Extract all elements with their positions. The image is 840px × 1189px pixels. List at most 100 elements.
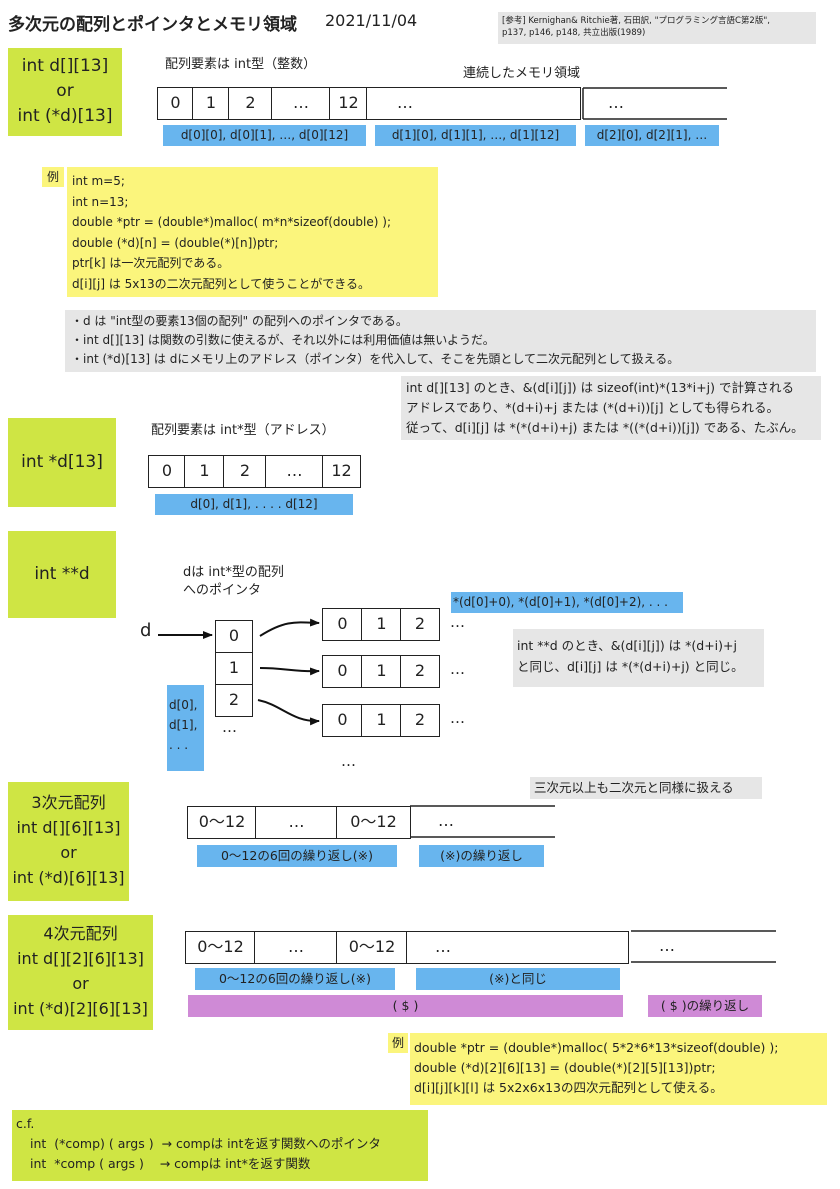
- reference-box: [参考] Kernighan& Ritchie著, 石田訳, "プログラミング言…: [498, 12, 816, 44]
- label-line: 3次元配列: [31, 793, 106, 812]
- pointer-cell: 2: [215, 684, 253, 717]
- label-line: int (*d)[13]: [17, 106, 113, 126]
- array-cell: …: [406, 931, 629, 964]
- code-line: int m=5;: [72, 174, 125, 188]
- array-cell-open: …: [438, 811, 454, 830]
- notes-box: ・d は "int型の要素13個の配列" の配列へのポインタである。 ・int …: [65, 310, 816, 372]
- array-cell: …: [366, 87, 581, 120]
- page-date: 2021/11/04: [325, 11, 418, 30]
- page-title: 多次元の配列とポインタとメモリ領域: [8, 15, 297, 35]
- row-cell: 0: [322, 655, 363, 688]
- array-cell: 0～12: [336, 931, 408, 964]
- array-cell-open: …: [608, 93, 624, 112]
- label-4d-array: 4次元配列 int d[][2][6][13] or int (*d)[2][6…: [8, 915, 153, 1030]
- note-line: ・int (*d)[13] は dにメモリ上のアドレス（ポインタ）を代入して、そ…: [71, 352, 680, 366]
- example-tag: 例: [42, 167, 64, 187]
- index-line: . . .: [169, 738, 189, 752]
- ptr-arrow-1: [259, 667, 320, 676]
- array-cell: 1: [192, 87, 230, 120]
- pointer-more: …: [222, 718, 237, 736]
- caption-line: dは int*型の配列: [183, 565, 284, 580]
- array-cell-open: …: [659, 936, 675, 955]
- code-line: ptr[k] は一次元配列である。: [72, 256, 230, 270]
- cf-box: c.f. int (*comp) ( args ) → compは intを返す…: [12, 1110, 428, 1181]
- code-line: d[i][j][k][l] は 5x2x6x13の四次元配列として使える。: [414, 1080, 723, 1095]
- reference-line: [参考] Kernighan& Ritchie著, 石田訳, "プログラミング言…: [502, 16, 770, 26]
- array-cell: 12: [329, 87, 368, 120]
- example-code-box: int m=5; int n=13; double *ptr = (double…: [67, 167, 438, 297]
- example-tag: 例: [388, 1033, 408, 1053]
- caption-line: へのポインタ: [183, 583, 262, 598]
- note-line: アドレスであり、*(d+i)+j または (*(d+i))[j] としても得られ…: [406, 400, 779, 415]
- row-cell: 0: [322, 704, 363, 737]
- code-line: double (*d)[2][6][13] = (double(*)[2][5]…: [414, 1060, 716, 1075]
- element-type-caption: 配列要素は int*型（アドレス）: [151, 423, 335, 438]
- label-line: or: [72, 974, 89, 993]
- double-pointer-caption: dは int*型の配列 へのポインタ: [183, 564, 284, 600]
- row-cell: 2: [400, 608, 440, 641]
- cf-line: int *comp ( args ) → compは int*を返す関数: [30, 1156, 311, 1171]
- row-cell: 2: [400, 655, 440, 688]
- note-line: int **d のとき、&(d[i][j]) は *(d+i)+j: [517, 638, 737, 653]
- code-line: d[i][j] は 5x13の二次元配列として使うことができる。: [72, 276, 371, 291]
- label-line: int (*d)[6][13]: [12, 868, 125, 887]
- row-cell: 2: [400, 704, 440, 737]
- block-label: ( $ )の繰り返し: [648, 995, 762, 1017]
- index-label: d[1][0], d[1][1], …, d[1][12]: [375, 125, 576, 146]
- row-more: …: [450, 613, 465, 631]
- repeat-label: (※)の繰り返し: [419, 845, 544, 867]
- array-cell: …: [255, 806, 338, 839]
- array-cell: 12: [322, 455, 361, 488]
- deref-label: *(d[0]+0), *(d[0]+1), *(d[0]+2), . . .: [451, 592, 683, 613]
- address-notes-box: int d[][13] のとき、&(d[i][j]) は sizeof(int)…: [401, 376, 821, 440]
- label-line: int (*d)[2][6][13]: [13, 999, 148, 1018]
- row-more: …: [450, 709, 465, 727]
- code-line: int n=13;: [72, 194, 129, 209]
- ptr-arrow-0: [259, 618, 320, 637]
- pointer-cell: 1: [215, 652, 253, 685]
- element-type-caption: 配列要素は int型（整数）: [165, 57, 317, 72]
- array-cell: 0～12: [187, 806, 257, 839]
- array-cell: 0～12: [185, 931, 256, 964]
- rows-more: …: [341, 752, 356, 770]
- double-pointer-notes: int **d のとき、&(d[i][j]) は *(d+i)+j と同じ、d[…: [513, 629, 764, 687]
- note-line: と同じ、d[i][j] は *(*(d+i)+j) と同じ。: [517, 659, 744, 674]
- cf-title: c.f.: [16, 1116, 35, 1131]
- reference-line: p137, p146, p148, 共立出版(1989): [502, 28, 646, 38]
- repeat-label: 0～12の6回の繰り返し(※): [197, 845, 397, 867]
- label-line: int d[][13]: [21, 56, 109, 76]
- label-line: int d[][2][6][13]: [17, 949, 144, 968]
- row-cell: 1: [361, 655, 402, 688]
- index-label: d[2][0], d[2][1], …: [585, 125, 719, 146]
- row-more: …: [450, 660, 465, 678]
- label-double-pointer: int **d: [8, 531, 116, 618]
- index-line: d[1],: [169, 718, 198, 732]
- note-line: ・d は "int型の要素13個の配列" の配列へのポインタである。: [71, 314, 408, 328]
- label-pointer-array: int *d[13]: [8, 418, 116, 507]
- label-2d-array: int d[][13] or int (*d)[13]: [8, 48, 122, 136]
- array-cell: …: [254, 931, 338, 964]
- index-label: d[0], d[1], . . . . d[12]: [155, 494, 353, 515]
- label-3d-array: 3次元配列 int d[][6][13] or int (*d)[6][13]: [8, 782, 129, 901]
- code-line: double *ptr = (double*)malloc( m*n*sizeo…: [72, 215, 391, 229]
- index-line: d[0],: [169, 698, 198, 712]
- label-line: int d[][6][13]: [16, 818, 121, 837]
- example-code-box: double *ptr = (double*)malloc( 5*2*6*13*…: [410, 1033, 827, 1105]
- d-symbol: d: [140, 620, 152, 641]
- dimension-note: 三次元以上も二次元と同様に扱える: [530, 777, 762, 799]
- memory-caption: 連続したメモリ領域: [463, 66, 581, 81]
- block-label: ( $ ): [188, 995, 623, 1017]
- label-line: 4次元配列: [43, 924, 118, 943]
- index-label: d[0][0], d[0][1], …, d[0][12]: [163, 125, 366, 146]
- pointer-cell: 0: [215, 620, 253, 653]
- repeat-label: 0～12の6回の繰り返し(※): [195, 968, 395, 990]
- note-line: ・int d[][13] は関数の引数に使えるが、それ以外には利用価値は無いよう…: [71, 333, 495, 347]
- array-cell: …: [265, 455, 324, 488]
- cf-line: int (*comp) ( args ) → compは intを返す関数へのポ…: [30, 1136, 381, 1151]
- array-cell: …: [271, 87, 331, 120]
- code-line: double *ptr = (double*)malloc( 5*2*6*13*…: [414, 1040, 779, 1055]
- ptr-arrow-2: [257, 699, 320, 726]
- label-line: or: [56, 81, 74, 101]
- label-line: or: [60, 843, 77, 862]
